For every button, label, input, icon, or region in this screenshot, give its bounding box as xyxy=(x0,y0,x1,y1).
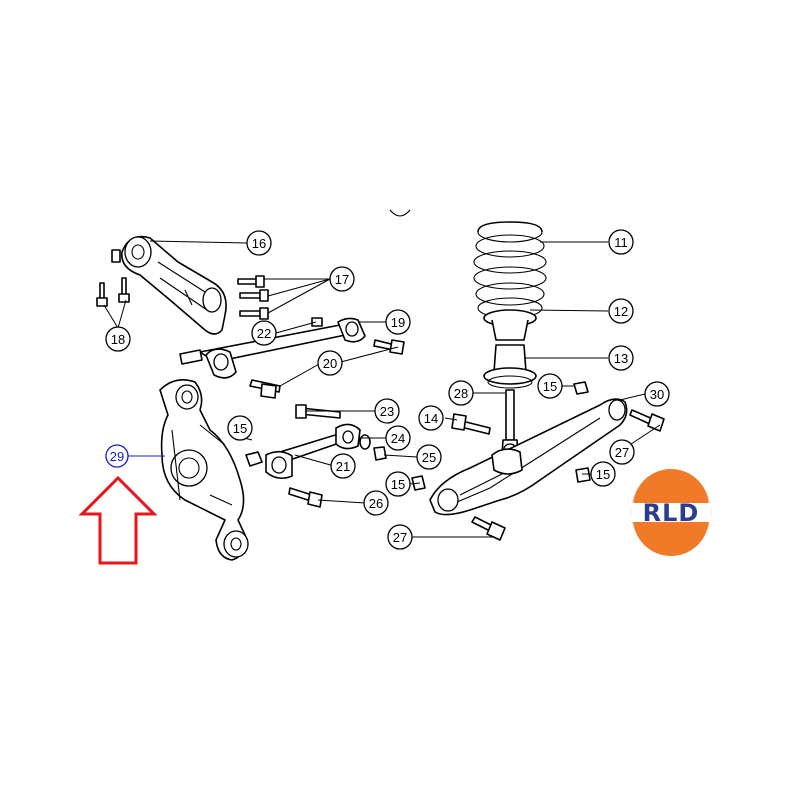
lateral-link xyxy=(179,317,366,379)
svg-text:15: 15 xyxy=(391,477,405,492)
callout-27-right: 27 xyxy=(609,439,635,465)
svg-text:15: 15 xyxy=(596,467,610,482)
callout-15-lower-right: 15 xyxy=(590,461,616,487)
callout-28: 28 xyxy=(448,380,474,406)
red-arrow-icon xyxy=(78,475,158,565)
callout-15-upper-right: 15 xyxy=(537,373,563,399)
svg-text:21: 21 xyxy=(336,459,350,474)
logo-text: RLD xyxy=(643,499,700,527)
top-arc-mark xyxy=(389,209,411,217)
callout-11: 11 xyxy=(608,229,634,255)
svg-text:19: 19 xyxy=(391,315,405,330)
callout-20: 20 xyxy=(317,350,343,376)
toe-link xyxy=(265,404,426,508)
rld-logo: RLD xyxy=(630,469,712,556)
svg-text:22: 22 xyxy=(257,326,271,341)
callout-15-left: 15 xyxy=(227,415,253,441)
callout-26: 26 xyxy=(363,490,389,516)
svg-text:17: 17 xyxy=(335,272,349,287)
svg-text:18: 18 xyxy=(111,332,125,347)
callout-21: 21 xyxy=(330,453,356,479)
jounce-bumper-13 xyxy=(483,344,537,389)
callout-18: 18 xyxy=(105,326,131,352)
callout-16: 16 xyxy=(246,230,272,256)
coil-spring-11 xyxy=(473,221,547,319)
callout-19: 19 xyxy=(385,309,411,335)
svg-text:20: 20 xyxy=(323,356,337,371)
callout-15-middle: 15 xyxy=(385,471,411,497)
knuckle-29 xyxy=(159,379,249,561)
spring-seat-12 xyxy=(483,309,537,341)
svg-text:26: 26 xyxy=(369,496,383,511)
nut-15-upper-right xyxy=(573,381,589,395)
callout-17: 17 xyxy=(329,266,355,292)
leader-lines xyxy=(103,240,661,538)
lower-control-arm-30 xyxy=(429,398,628,516)
svg-text:15: 15 xyxy=(543,379,557,394)
svg-text:14: 14 xyxy=(424,411,438,426)
bolt-27-bottom xyxy=(471,516,506,541)
bolt-27-right xyxy=(629,409,665,432)
svg-text:15: 15 xyxy=(233,421,247,436)
svg-text:30: 30 xyxy=(650,387,664,402)
callout-22: 22 xyxy=(251,320,277,346)
callout-23: 23 xyxy=(374,398,400,424)
callout-14: 14 xyxy=(418,405,444,431)
upper-control-arm xyxy=(111,235,227,335)
svg-text:27: 27 xyxy=(393,530,407,545)
bolt-set-17 xyxy=(237,275,269,320)
svg-text:13: 13 xyxy=(614,351,628,366)
bolt-20 xyxy=(249,339,405,399)
svg-text:16: 16 xyxy=(252,236,266,251)
callout-13: 13 xyxy=(608,345,634,371)
nut-15-lower-right xyxy=(575,467,591,483)
bolt-14 xyxy=(451,413,491,435)
callout-12: 12 xyxy=(608,298,634,324)
callout-24: 24 xyxy=(385,425,411,451)
svg-text:28: 28 xyxy=(454,386,468,401)
svg-text:23: 23 xyxy=(380,404,394,419)
svg-text:25: 25 xyxy=(422,450,436,465)
svg-text:29: 29 xyxy=(110,449,124,464)
callout-25: 25 xyxy=(416,444,442,470)
svg-text:12: 12 xyxy=(614,304,628,319)
nut-15-left xyxy=(245,451,263,467)
callout-30: 30 xyxy=(644,381,670,407)
callout-27-bottom: 27 xyxy=(387,524,413,550)
bolt-pair-18 xyxy=(96,277,130,307)
svg-text:27: 27 xyxy=(615,445,629,460)
svg-text:24: 24 xyxy=(391,431,405,446)
callout-29: 29 xyxy=(105,444,129,468)
svg-text:11: 11 xyxy=(614,235,628,250)
